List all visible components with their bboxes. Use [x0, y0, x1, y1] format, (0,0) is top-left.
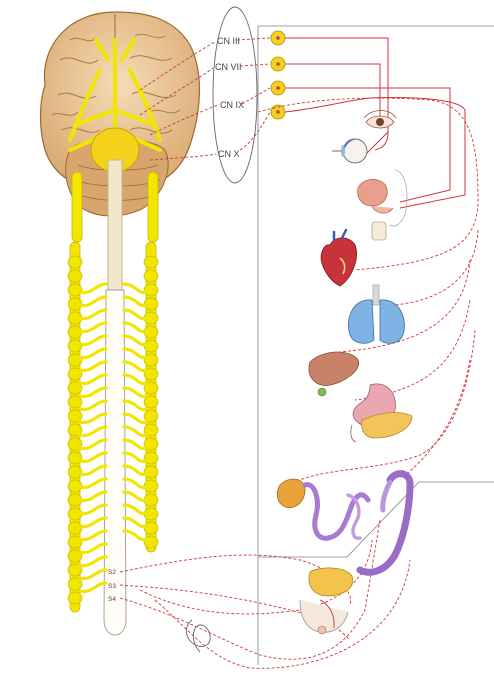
chain-ganglion: [68, 256, 82, 268]
spinal-nerve: [80, 284, 106, 293]
spinal-nerve: [80, 557, 106, 566]
intestines-icon: [277, 479, 368, 538]
label-s3: S3: [108, 583, 116, 590]
spinal-nerve: [80, 310, 106, 319]
spinal-nerve: [80, 323, 106, 332]
spinal-nerve: [80, 401, 106, 410]
colon-icon: [360, 474, 410, 573]
spinal-nerve: [80, 479, 106, 488]
spinal-nerve: [124, 375, 146, 384]
spinal-nerve: [80, 518, 106, 527]
spinal-nerve: [124, 518, 146, 527]
spinal-nerve: [80, 414, 106, 423]
chain-ganglion: [68, 522, 82, 534]
label-cn10: CN X: [218, 149, 240, 159]
spinal-nerve: [80, 505, 106, 514]
spinal-nerve: [80, 440, 106, 449]
spinal-nerve: [124, 336, 146, 345]
spinal-nerve: [80, 388, 106, 397]
chain-ganglion: [68, 466, 82, 478]
chain-ganglion: [68, 410, 82, 422]
spinal-nerve: [80, 453, 106, 462]
spinal-nerve: [124, 531, 146, 540]
eyeball-icon: [332, 139, 367, 163]
chain-ganglion: [144, 522, 158, 534]
spinal-nerve: [124, 297, 146, 306]
spinal-nerve: [124, 492, 146, 501]
spinal-nerve: [124, 349, 146, 358]
label-cn7: CN VII: [215, 62, 242, 72]
spinal-nerve: [124, 453, 146, 462]
spinal-nerve: [80, 362, 106, 371]
chain-ganglion: [68, 284, 82, 296]
spinal-nerve: [80, 336, 106, 345]
chain-ganglion: [144, 284, 158, 296]
pelvic-nerve-coil: [186, 620, 210, 652]
salivary-gland-icon: [358, 170, 407, 240]
chain-ganglion: [144, 270, 158, 282]
brain: [40, 12, 199, 300]
spinal-nerve: [80, 544, 106, 553]
spinal-nerve: [80, 583, 106, 592]
spinal-nerve: [124, 310, 146, 319]
spinal-nerve: [80, 427, 106, 436]
chain-ganglion: [68, 396, 82, 408]
chain-ganglion: [68, 270, 82, 282]
spinal-nerve: [124, 466, 146, 475]
spinal-nerve: [124, 427, 146, 436]
sacral-fibers: [120, 520, 410, 668]
spinal-nerve: [124, 505, 146, 514]
spinal-nerve: [80, 466, 106, 475]
chain-ganglion: [144, 256, 158, 268]
chain-ganglion: [144, 396, 158, 408]
spinal-nerve: [124, 479, 146, 488]
spinal-nerve: [124, 401, 146, 410]
lungs-icon: [348, 285, 404, 343]
spinal-nerve: [80, 297, 106, 306]
spinal-nerve: [124, 440, 146, 449]
chain-ganglion: [68, 578, 82, 590]
chain-ganglion: [144, 410, 158, 422]
spinal-nerve: [124, 323, 146, 332]
spinal-nerve: [80, 492, 106, 501]
label-cn9: CN IX: [220, 100, 244, 110]
spinal-nerve: [124, 414, 146, 423]
chain-ganglion: [68, 340, 82, 352]
spinal-nerve: [80, 349, 106, 358]
label-s4: S4: [108, 596, 116, 603]
stomach-icon: [351, 384, 412, 442]
spinal-nerve: [124, 362, 146, 371]
chain-ganglion: [144, 340, 158, 352]
bladder-icon: [300, 568, 353, 634]
spinal-nerve: [124, 388, 146, 397]
spinal-nerve: [80, 570, 106, 579]
label-cn3: CN III: [217, 36, 240, 46]
heart-icon: [321, 230, 356, 286]
chain-ganglion: [144, 466, 158, 478]
liver-icon: [309, 352, 359, 396]
spinal-nerve: [80, 531, 106, 540]
spinal-nerve: [124, 284, 146, 293]
chain-ganglion: [68, 592, 82, 604]
spinal-nerve: [80, 375, 106, 384]
label-s2: S2: [108, 569, 116, 576]
